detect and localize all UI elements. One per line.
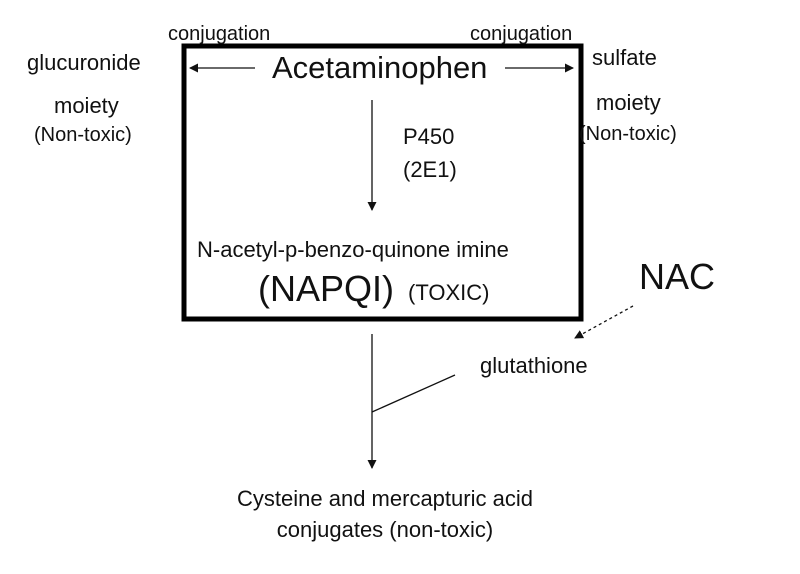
glucuronide-moiety-label: moiety [54, 93, 119, 118]
conjugates-line2-label: conjugates (non-toxic) [276, 517, 494, 542]
sulfate-label: sulfate [592, 45, 657, 70]
acetaminophen-label: Acetaminophen [272, 50, 488, 85]
cyp2e1-label: (2E1) [403, 157, 457, 182]
glutathione-branch-line [371, 374, 456, 413]
right-conjugation-label: conjugation [470, 23, 573, 45]
napqi-toxic-label: (TOXIC) [408, 280, 490, 305]
glucuronide-label: glucuronide [27, 50, 141, 75]
left-conjugation-label: conjugation [168, 23, 271, 45]
conjugates-line1-label: Cysteine and mercapturic acid [237, 486, 533, 511]
arrow-nac-to-glutathione [574, 305, 634, 339]
nac-label: NAC [639, 256, 716, 297]
glucuronide-nontoxic-label: (Non-toxic) [34, 124, 132, 146]
p450-label: P450 [403, 124, 455, 149]
napqi-abbreviation-label: (NAPQI) [258, 268, 395, 309]
acetaminophen-box [181, 43, 584, 322]
sulfate-nontoxic-label: (Non-toxic) [579, 123, 677, 145]
napqi-full-name-label: N-acetyl-p-benzo-quinone imine [197, 237, 509, 262]
glutathione-label: glutathione [480, 353, 588, 378]
sulfate-moiety-label: moiety [596, 90, 661, 115]
